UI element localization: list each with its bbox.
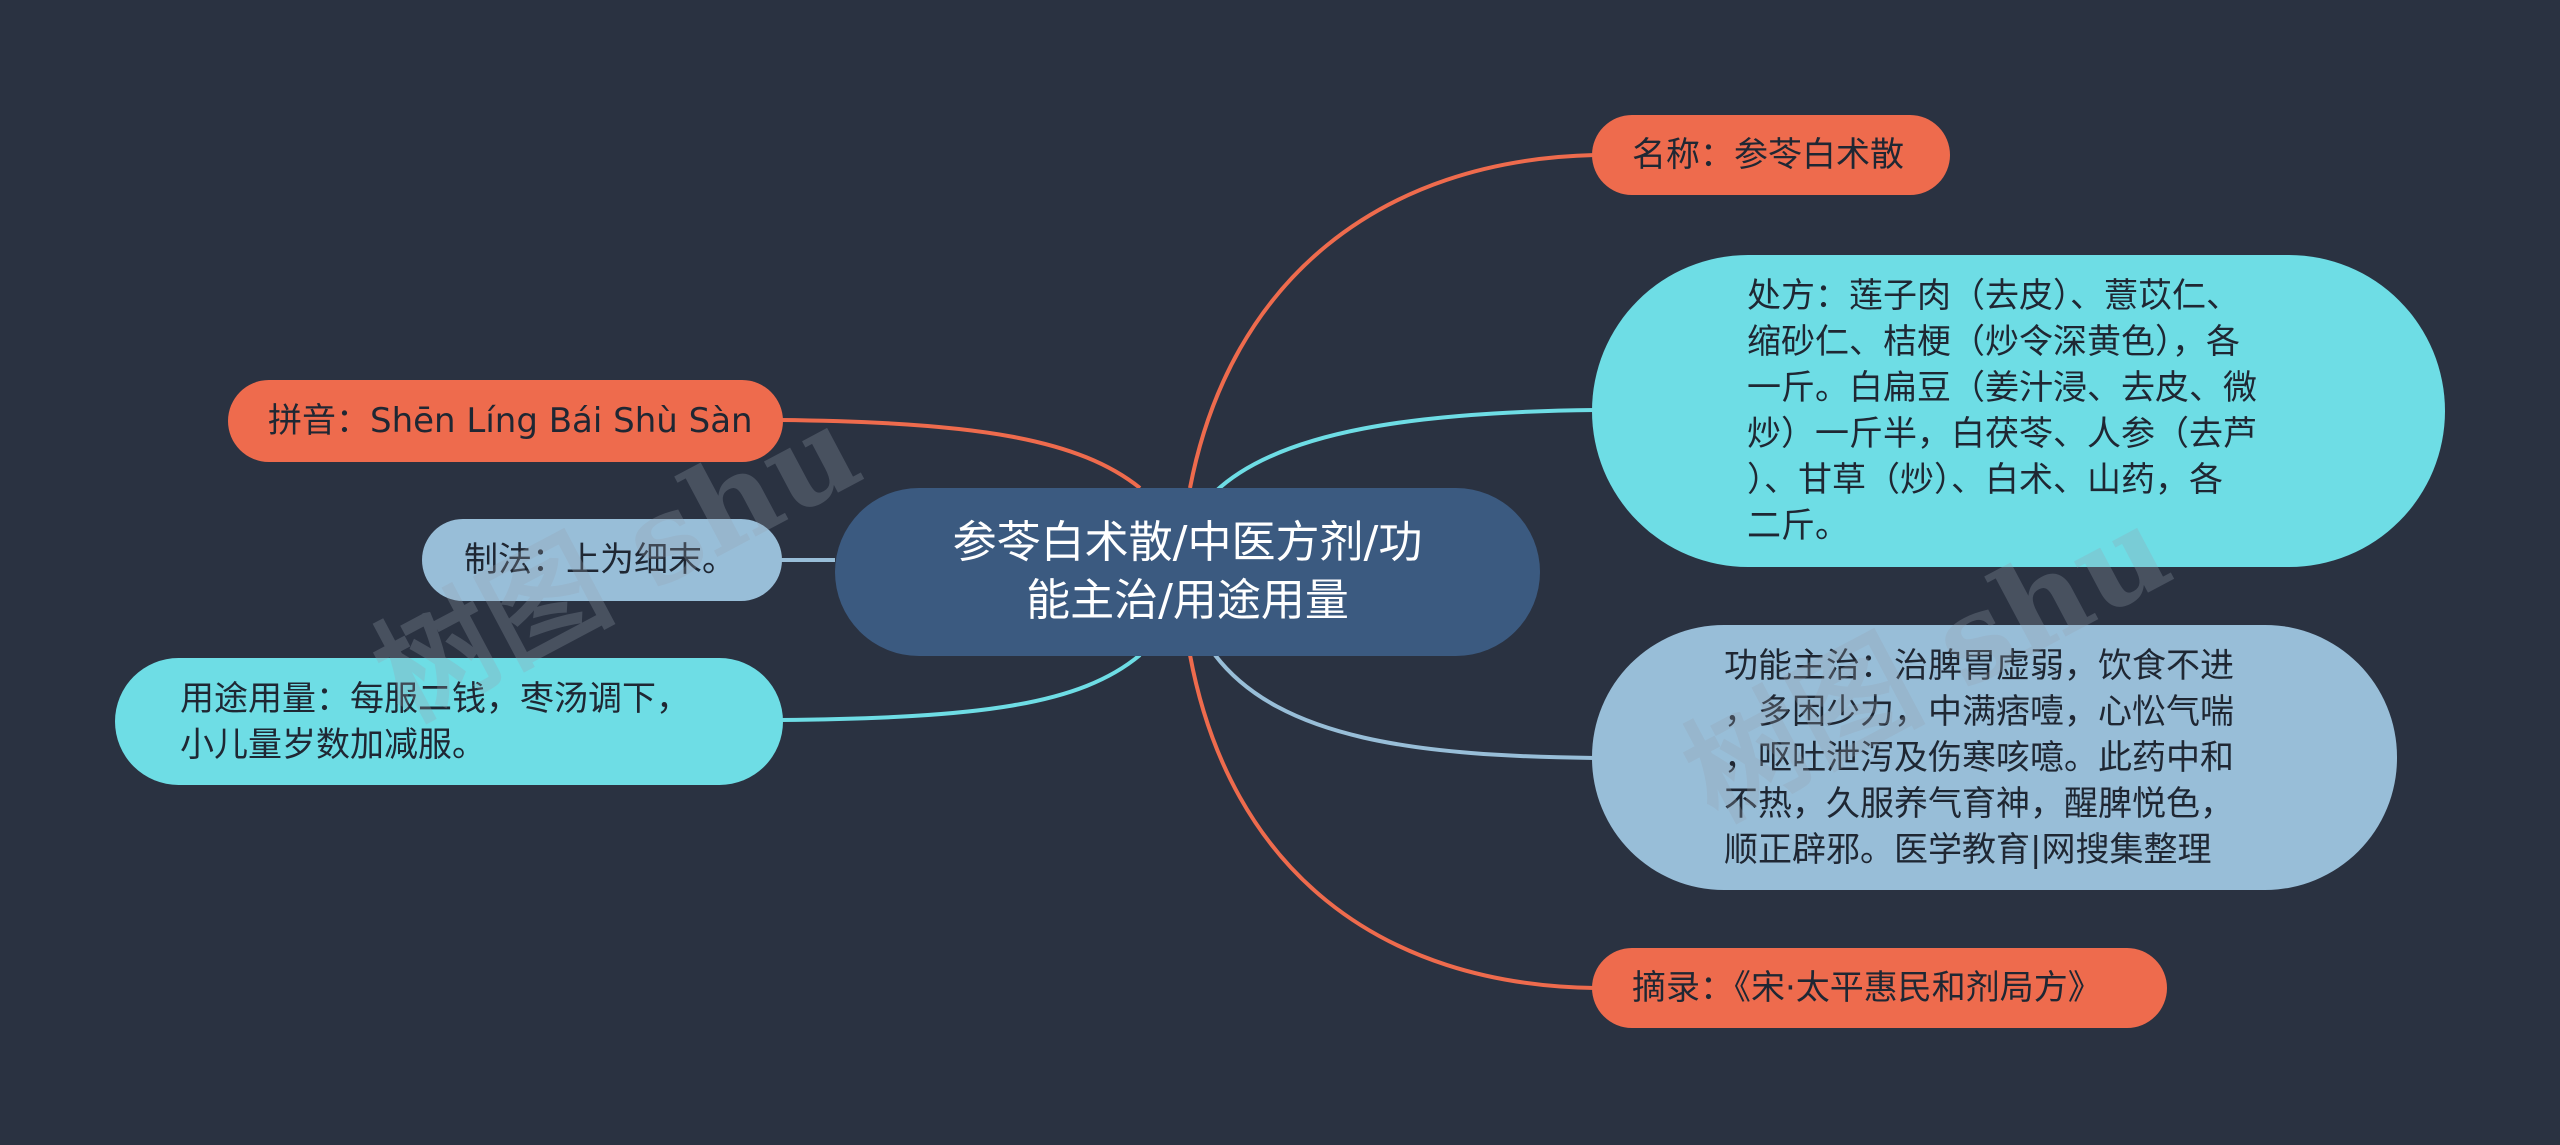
node-source-label: 摘录：《宋·太平惠民和剂局方》	[1632, 968, 2102, 1008]
center-topic-line2: 能主治/用途用量	[1026, 575, 1349, 626]
node-usage[interactable]: 用途用量：每服二钱，枣汤调下， 小儿量岁数加减服。	[115, 658, 783, 785]
formula-line: 一斤。白扁豆（姜汁浸、去皮、微	[1747, 368, 2257, 408]
link-formula	[1213, 408, 1596, 494]
formula-line: 处方：莲子肉（去皮）、薏苡仁、	[1747, 276, 2240, 316]
indications-line: ，呕吐泄泻及伤寒咳噫。此药中和	[1724, 737, 2234, 778]
indications-line: 功能主治：治脾胃虚弱，饮食不进	[1724, 645, 2234, 686]
indications-line: 不热，久服养气育神，醒脾悦色，	[1724, 783, 2234, 824]
formula-line: 缩砂仁、桔梗（炒令深黄色），各	[1747, 322, 2240, 362]
link-usage	[779, 653, 1142, 722]
formula-line: 炒）一斤半，白茯苓、人参（去芦	[1747, 414, 2257, 454]
node-source[interactable]: 摘录：《宋·太平惠民和剂局方》	[1592, 948, 2167, 1028]
node-indications[interactable]: 功能主治：治脾胃虚弱，饮食不进 ，多困少力，中满痞噎，心忪气喘 ，呕吐泄泻及伤寒…	[1592, 625, 2397, 890]
node-method[interactable]: 制法：上为细末。	[422, 519, 782, 601]
center-topic[interactable]: 参苓白术散/中医方剂/功 能主治/用途用量	[835, 488, 1540, 656]
link-indications	[1213, 653, 1596, 760]
link-pinyin	[779, 418, 1142, 490]
node-name-label: 名称：参苓白术散	[1632, 135, 1904, 175]
node-name[interactable]: 名称：参苓白术散	[1592, 115, 1950, 195]
usage-line: 小儿量岁数加减服。	[180, 724, 486, 765]
formula-line: 二斤。	[1747, 506, 1849, 546]
indications-line: 顺正辟邪。医学教育|网搜集整理	[1724, 829, 2212, 870]
node-method-label: 制法：上为细末。	[464, 540, 736, 580]
link-source	[1188, 654, 1596, 990]
indications-line: ，多困少力，中满痞噎，心忪气喘	[1724, 691, 2234, 732]
node-formula[interactable]: 处方：莲子肉（去皮）、薏苡仁、 缩砂仁、桔梗（炒令深黄色），各 一斤。白扁豆（姜…	[1592, 255, 2445, 567]
link-name	[1188, 153, 1596, 489]
node-pinyin-label: 拼音：Shēn Líng Bái Shù Sàn	[268, 401, 753, 441]
node-pinyin[interactable]: 拼音：Shēn Líng Bái Shù Sàn	[228, 380, 783, 462]
formula-line: ）、甘草（炒）、白术、山药，各	[1747, 460, 2223, 500]
usage-line: 用途用量：每服二钱，枣汤调下，	[180, 678, 690, 719]
center-topic-line1: 参苓白术散/中医方剂/功	[952, 517, 1423, 568]
